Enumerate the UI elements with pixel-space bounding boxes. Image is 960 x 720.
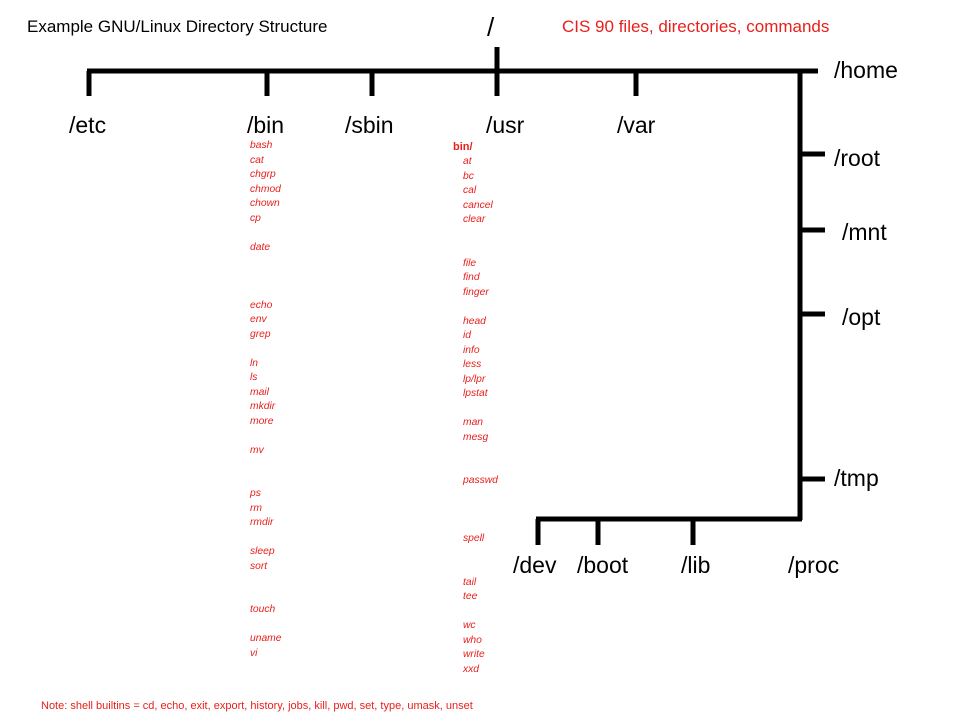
command-item: mkdir	[250, 401, 276, 412]
command-item: id	[463, 330, 472, 341]
dir-dev: /dev	[513, 552, 557, 578]
command-item: tail	[463, 576, 477, 588]
command-item: file	[463, 257, 477, 269]
command-item	[250, 589, 281, 604]
command-item	[250, 226, 281, 241]
command-item: ps	[250, 488, 261, 499]
bin-command-list: bash cat chgrp chmod chown cp date echo env grep l…	[250, 139, 281, 661]
command-item	[250, 255, 281, 270]
command-item: ln	[250, 357, 259, 369]
dir-sbin: /sbin	[345, 112, 394, 138]
command-item: tee	[463, 591, 478, 602]
command-item: grep	[250, 328, 271, 340]
command-item	[250, 342, 281, 357]
command-item	[250, 531, 281, 546]
command-item: rmdir	[250, 517, 274, 528]
command-item: cancel	[463, 199, 493, 211]
command-item	[250, 270, 281, 285]
command-item	[463, 605, 498, 620]
command-item: who	[463, 634, 482, 646]
command-item: less	[463, 359, 482, 370]
command-item: find	[463, 272, 480, 283]
dir-opt: /opt	[842, 304, 881, 330]
command-item	[250, 429, 281, 444]
dir-var: /var	[617, 112, 656, 138]
command-item: ls	[250, 372, 258, 383]
command-item	[250, 458, 281, 473]
command-item: man	[463, 417, 484, 428]
usr-bin-command-list: at bc cal cancel clear file find finger head id in…	[463, 155, 498, 677]
command-item	[463, 518, 498, 533]
command-item: lpstat	[463, 388, 488, 399]
command-item: cat	[250, 154, 264, 166]
command-item	[463, 445, 498, 460]
command-item: sleep	[250, 546, 275, 557]
command-item: clear	[463, 214, 486, 225]
command-item: more	[250, 415, 274, 427]
root-directory-label: /	[487, 12, 495, 42]
command-item: uname	[250, 633, 282, 644]
usr-bin-label: bin/	[453, 141, 473, 153]
dir-etc: /etc	[69, 112, 107, 138]
command-item	[463, 489, 498, 504]
command-item	[250, 473, 281, 488]
command-item	[463, 547, 498, 562]
command-item: rm	[250, 502, 263, 514]
command-item: lp/lpr	[463, 373, 486, 385]
command-item: echo	[250, 299, 273, 311]
diagram-title: Example GNU/Linux Directory Structure	[27, 17, 328, 36]
command-item: sort	[250, 560, 268, 572]
command-item	[463, 228, 498, 243]
command-item: mesg	[463, 431, 489, 443]
dir-home: /home	[834, 57, 898, 83]
command-item	[250, 574, 281, 589]
shell-builtins-note: Note: shell builtins = cd, echo, exit, e…	[41, 700, 473, 712]
command-item	[250, 618, 281, 633]
command-item: chmod	[250, 183, 281, 195]
command-item: wc	[463, 620, 476, 631]
command-item	[463, 460, 498, 475]
dir-proc: /proc	[788, 552, 840, 578]
command-item: passwd	[463, 475, 498, 486]
command-item: env	[250, 314, 267, 325]
command-item: bc	[463, 170, 474, 182]
command-item: chgrp	[250, 169, 276, 180]
command-item	[463, 402, 498, 417]
command-item: at	[463, 156, 472, 167]
dir-tmp: /tmp	[834, 465, 879, 491]
command-item: write	[463, 649, 485, 660]
dir-mnt: /mnt	[842, 219, 887, 245]
command-item: finger	[463, 286, 489, 298]
dir-usr: /usr	[486, 112, 525, 138]
command-item: info	[463, 344, 480, 356]
command-item: cp	[250, 212, 261, 224]
command-item: vi	[250, 647, 258, 659]
command-item: touch	[250, 604, 276, 615]
command-item: cal	[463, 185, 477, 196]
dir-bin: /bin	[247, 112, 285, 138]
command-item	[463, 242, 498, 257]
course-subtitle: CIS 90 files, directories, commands	[562, 17, 830, 36]
dir-lib: /lib	[681, 552, 711, 578]
dir-root: /root	[834, 145, 881, 171]
command-item	[463, 503, 498, 518]
command-item: bash	[250, 140, 273, 151]
command-item	[250, 284, 281, 299]
dir-boot: /boot	[577, 552, 629, 578]
command-item	[463, 300, 498, 315]
command-item: chown	[250, 198, 280, 209]
command-item: date	[250, 241, 271, 253]
command-item: xxd	[463, 663, 480, 675]
command-item: head	[463, 315, 486, 327]
command-item: mv	[250, 444, 264, 456]
command-item: mail	[250, 386, 269, 398]
command-item: spell	[463, 533, 485, 544]
command-item	[463, 561, 498, 576]
